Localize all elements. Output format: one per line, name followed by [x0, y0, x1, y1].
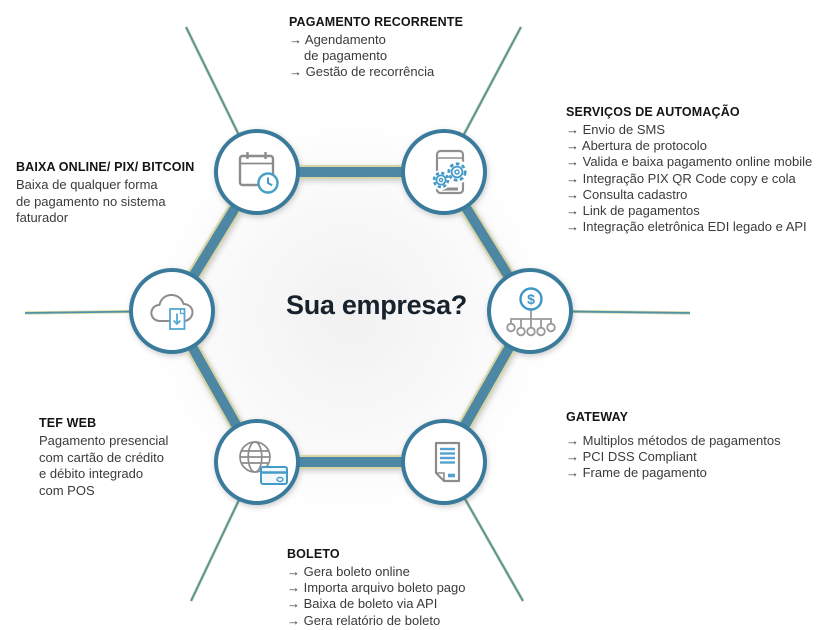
- feature-item: → Envio de SMS: [566, 122, 665, 137]
- section-gateway: GATEWAY → Multiplos métodos de pagamento…: [566, 410, 817, 482]
- phone-gears-icon: [431, 149, 469, 195]
- center-label: Sua empresa?: [286, 290, 467, 320]
- document-lines-icon: [434, 441, 461, 483]
- section-title: SERVIÇOS DE AUTOMAÇÃO: [566, 105, 740, 119]
- feature-item: → Gestão de recorrência: [289, 64, 435, 80]
- globe-credit-card-icon: [239, 441, 288, 485]
- cloud-download-icon: [150, 294, 194, 330]
- section-description: Pagamento presencial com cartão de crédi…: [39, 433, 169, 498]
- section-baixa-online-pix-bitcoin: BAIXA ONLINE/ PIX/ BITCOIN Baixa de qual…: [16, 160, 196, 227]
- feature-item: → Importa arquivo boleto pago: [287, 580, 466, 596]
- section-description: Baixa de qualquer forma de pagamento no …: [16, 177, 166, 225]
- feature-item: → PCI DSS Compliant: [566, 449, 697, 465]
- feature-item: → Gera boleto online: [287, 564, 410, 579]
- feature-item: → Baixa de boleto via API: [287, 596, 438, 612]
- section-title: GATEWAY: [566, 410, 629, 424]
- dollar-symbol: $: [527, 291, 535, 307]
- node-tef-web: [214, 419, 300, 505]
- feature-item: → Link de pagamentos: [566, 203, 700, 219]
- section-pagamento-recorrente: PAGAMENTO RECORRENTE → Agendamento de pa…: [289, 15, 499, 81]
- feature-item: → Frame de pagamento: [566, 465, 707, 481]
- section-title: BAIXA ONLINE/ PIX/ BITCOIN: [16, 160, 195, 174]
- section-title: TEF WEB: [39, 416, 97, 430]
- money-network-icon: $: [506, 287, 556, 337]
- section-boleto: BOLETO → Gera boleto online → Importa ar…: [287, 547, 537, 629]
- section-servicos-de-automacao: SERVIÇOS DE AUTOMAÇÃO → Envio de SMS → A…: [566, 105, 817, 235]
- feature-item: → Consulta cadastro: [566, 186, 688, 202]
- feature-item: → Abertura de protocolo: [566, 138, 707, 154]
- feature-item: → Multiplos métodos de pagamentos: [566, 433, 781, 448]
- feature-item: → Integração eletrônica EDI legado e API: [566, 219, 807, 235]
- section-title: PAGAMENTO RECORRENTE: [289, 15, 464, 29]
- feature-item: → Valida e baixa pagamento online mobile: [566, 154, 813, 170]
- node-gateway: [487, 268, 573, 354]
- calendar-clock-icon: [238, 152, 279, 194]
- section-title: BOLETO: [287, 547, 340, 561]
- section-tef-web: TEF WEB Pagamento presencial com cartão …: [39, 416, 199, 499]
- feature-item: → Integração PIX QR Code copy e cola: [566, 170, 796, 186]
- feature-item: → Agendamento de pagamento: [289, 32, 388, 64]
- feature-item: → Gera relatório de boleto: [287, 612, 441, 628]
